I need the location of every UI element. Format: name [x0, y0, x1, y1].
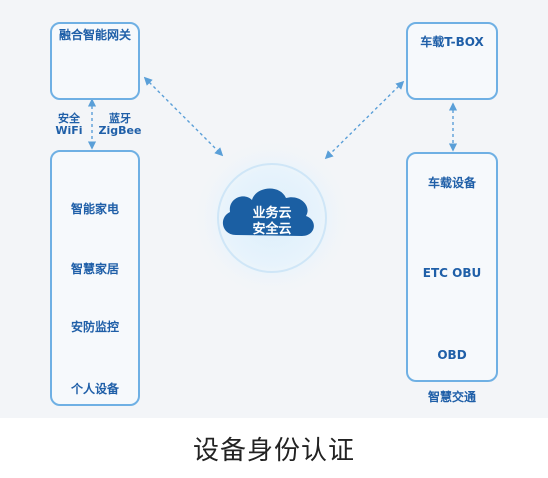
- cloud-label-line1: 业务云: [252, 206, 292, 221]
- router-box: [50, 22, 140, 100]
- cloud-ring: [217, 163, 327, 273]
- link-label-left-bottom: WiFi: [55, 124, 83, 137]
- vehicle-label-obd: OBD: [437, 348, 467, 362]
- tbox-label: 车载T-BOX: [420, 35, 484, 49]
- devices-box: [50, 150, 140, 406]
- device-label-security: 安防监控: [70, 320, 119, 334]
- cloud-label-line2: 安全云: [252, 222, 292, 237]
- figure-caption: 设备身份认证: [192, 436, 355, 466]
- cloud-icon: [222, 188, 314, 236]
- device-label-smart-home: 智慧家居: [70, 262, 119, 276]
- router-label: 融合智能网关: [58, 28, 131, 42]
- vehicle-label-etc: ETC OBU: [422, 266, 482, 280]
- vehicle-title: 车载设备: [427, 176, 476, 190]
- link-label-right-bottom: ZigBee: [98, 124, 142, 137]
- link-label-left-top: 安全: [58, 112, 80, 125]
- vehicle-box: [406, 152, 498, 382]
- arrow-tbox-cloud: [324, 80, 405, 160]
- device-label-personal: 个人设备: [70, 382, 119, 396]
- arrow-router-cloud: [143, 76, 224, 157]
- device-label-appliance: 智能家电: [70, 202, 119, 216]
- vehicle-footer: 智慧交通: [427, 390, 476, 404]
- tbox-box: [406, 22, 498, 100]
- link-label-right-top: 蓝牙: [109, 112, 131, 125]
